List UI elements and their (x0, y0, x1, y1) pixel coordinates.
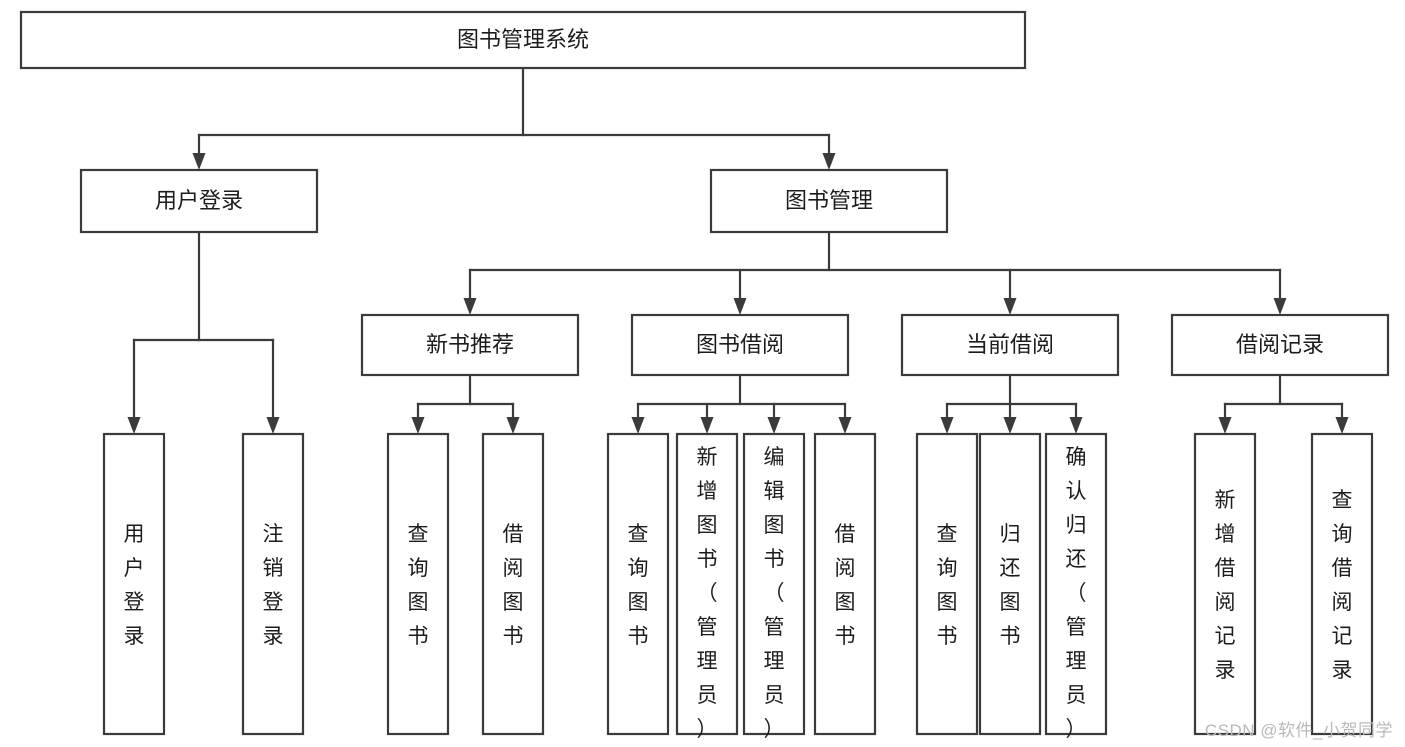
node-leaf-return-books-label: 归还图书 (1000, 523, 1021, 648)
node-leaf-query-books-current-label: 查询图书 (937, 523, 958, 648)
node-leaf-query-books-recommend-label: 查询图书 (408, 523, 429, 648)
node-leaf-borrow-books-recommend-label: 借阅图书 (503, 523, 524, 648)
node-leaf-query-books-borrow-label: 查询图书 (628, 523, 649, 648)
node-leaf-add-borrow-record[interactable]: 新增借阅记录 (1193, 432, 1257, 736)
node-leaf-query-borrow-record-label: 查询借阅记录 (1332, 489, 1353, 682)
node-user-login[interactable]: 用户登录 (79, 168, 319, 234)
node-leaf-query-books-borrow[interactable]: 查询图书 (606, 432, 670, 736)
node-borrow-records[interactable]: 借阅记录 (1170, 313, 1390, 377)
node-leaf-return-books-box[interactable] (978, 432, 1042, 736)
node-leaf-query-books-recommend-box[interactable] (386, 432, 450, 736)
node-book-management-box[interactable] (709, 168, 949, 234)
node-new-book-recommend[interactable]: 新书推荐 (360, 313, 580, 377)
node-leaf-return-books[interactable]: 归还图书 (978, 432, 1042, 736)
node-leaf-edit-book-admin[interactable]: 编辑图书（管理员） (742, 432, 806, 741)
node-user-login-label: 用户登录 (155, 188, 243, 213)
nodes-layer: 图书管理系统用户登录图书管理新书推荐图书借阅当前借阅借阅记录用户登录注销登录查询… (19, 10, 1390, 741)
node-leaf-query-books-current[interactable]: 查询图书 (915, 432, 979, 736)
node-leaf-logout[interactable]: 注销登录 (241, 432, 305, 736)
edge-group (192, 66, 836, 170)
node-leaf-logout-label: 注销登录 (263, 523, 284, 648)
edge-group (463, 230, 1287, 315)
node-root[interactable]: 图书管理系统 (19, 10, 1027, 70)
node-leaf-user-login[interactable]: 用户登录 (102, 432, 166, 736)
node-current-borrow-box[interactable] (900, 313, 1120, 377)
node-leaf-borrow-books-recommend[interactable]: 借阅图书 (481, 432, 545, 736)
node-root-label: 图书管理系统 (457, 27, 589, 52)
node-leaf-borrow-books-box[interactable] (813, 432, 877, 736)
node-borrow-records-box[interactable] (1170, 313, 1390, 377)
node-leaf-query-books-recommend[interactable]: 查询图书 (386, 432, 450, 736)
node-root-box[interactable] (19, 10, 1027, 70)
edge-group (631, 373, 852, 434)
node-book-borrow[interactable]: 图书借阅 (630, 313, 850, 377)
node-leaf-confirm-return-admin-label: 确认归还（管理员） (1066, 446, 1087, 741)
node-leaf-confirm-return-admin-box[interactable] (1044, 432, 1108, 736)
node-leaf-add-book-admin-label: 新增图书（管理员） (697, 446, 718, 741)
node-leaf-user-login-box[interactable] (102, 432, 166, 736)
node-new-book-recommend-box[interactable] (360, 313, 580, 377)
node-leaf-borrow-books[interactable]: 借阅图书 (813, 432, 877, 736)
node-leaf-edit-book-admin-box[interactable] (742, 432, 806, 736)
node-leaf-query-books-borrow-box[interactable] (606, 432, 670, 736)
edge-group (127, 230, 280, 434)
node-leaf-query-borrow-record-box[interactable] (1310, 432, 1374, 736)
node-user-login-box[interactable] (79, 168, 319, 234)
node-leaf-add-book-admin-box[interactable] (675, 432, 739, 736)
node-book-borrow-label: 图书借阅 (696, 332, 784, 357)
edge-group (1218, 373, 1349, 434)
node-book-borrow-box[interactable] (630, 313, 850, 377)
edge-group (411, 373, 520, 434)
node-leaf-borrow-books-label: 借阅图书 (835, 523, 856, 648)
node-leaf-add-borrow-record-label: 新增借阅记录 (1215, 489, 1236, 682)
node-leaf-edit-book-admin-label: 编辑图书（管理员） (764, 446, 785, 741)
node-leaf-borrow-books-recommend-box[interactable] (481, 432, 545, 736)
node-book-management[interactable]: 图书管理 (709, 168, 949, 234)
node-book-management-label: 图书管理 (785, 188, 873, 213)
node-leaf-add-borrow-record-box[interactable] (1193, 432, 1257, 736)
node-leaf-confirm-return-admin[interactable]: 确认归还（管理员） (1044, 432, 1108, 741)
edges-layer (127, 66, 1349, 434)
node-current-borrow[interactable]: 当前借阅 (900, 313, 1120, 377)
node-leaf-user-login-label: 用户登录 (124, 523, 145, 648)
node-leaf-query-borrow-record[interactable]: 查询借阅记录 (1310, 432, 1374, 736)
node-leaf-logout-box[interactable] (241, 432, 305, 736)
node-borrow-records-label: 借阅记录 (1236, 332, 1324, 357)
node-leaf-query-books-current-box[interactable] (915, 432, 979, 736)
node-new-book-recommend-label: 新书推荐 (426, 332, 514, 357)
node-current-borrow-label: 当前借阅 (966, 332, 1054, 357)
edge-group (940, 373, 1083, 434)
node-leaf-add-book-admin[interactable]: 新增图书（管理员） (675, 432, 739, 741)
